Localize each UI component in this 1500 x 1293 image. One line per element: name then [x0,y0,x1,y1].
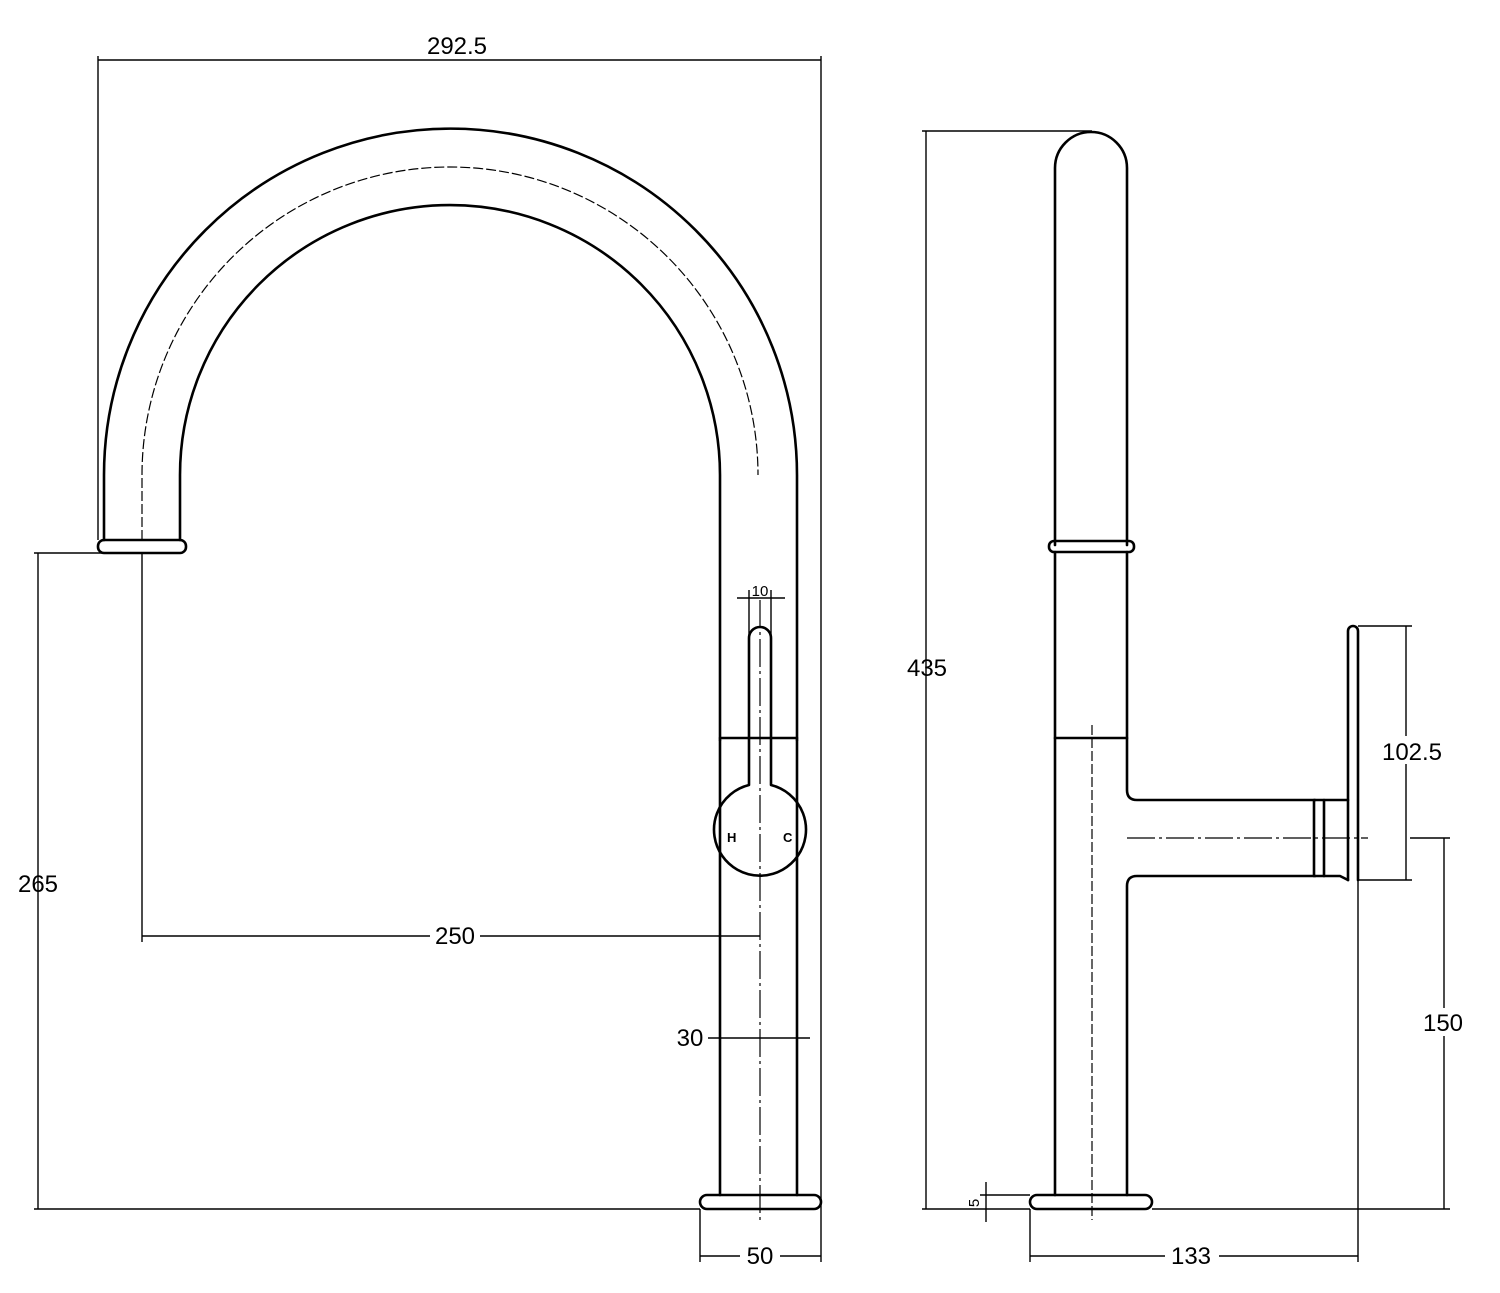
dim-side-depth: 133 [1171,1243,1211,1270]
front-view: H C 292.5 265 250 30 10 50 [18,33,823,1270]
dim-spout-height: 265 [18,871,58,898]
dim-150-label-gap [1418,1008,1470,1036]
cold-mark: C [783,830,793,845]
spout-outer-arc [102,127,799,742]
side-collar-ring [1047,539,1136,554]
side-base-plate [1028,1193,1154,1211]
spout-inner-arc [178,203,722,742]
dim-handle-length: 102.5 [1382,739,1442,766]
dim-lever-height: 150 [1423,1010,1463,1037]
dim-50-label-gap [740,1243,780,1269]
hot-mark: H [727,830,736,845]
side-body-lower [1053,550,1317,1197]
dim-handle-width: 10 [752,583,769,600]
dim-spout-reach: 250 [435,923,475,950]
dim-body-diameter: 30 [677,1025,704,1052]
dim-base-thickness: 5 [966,1199,983,1207]
lever-handle [712,625,808,877]
dim-overall-width: 292.5 [427,33,487,60]
dim-133-label-gap [1165,1242,1219,1270]
dim-102-label-gap [1378,736,1448,764]
side-handle-lever [1346,624,1360,882]
spout-outlet-ring [96,538,188,555]
dim-overall-height: 435 [907,655,947,682]
dim-250-label-gap [430,922,480,948]
side-handle-base [1322,798,1350,882]
spout-center-arc [141,166,759,540]
side-column-upper [1053,130,1129,547]
dim-base-width: 50 [747,1243,774,1270]
side-view: 435 102.5 150 5 133 [907,130,1470,1270]
